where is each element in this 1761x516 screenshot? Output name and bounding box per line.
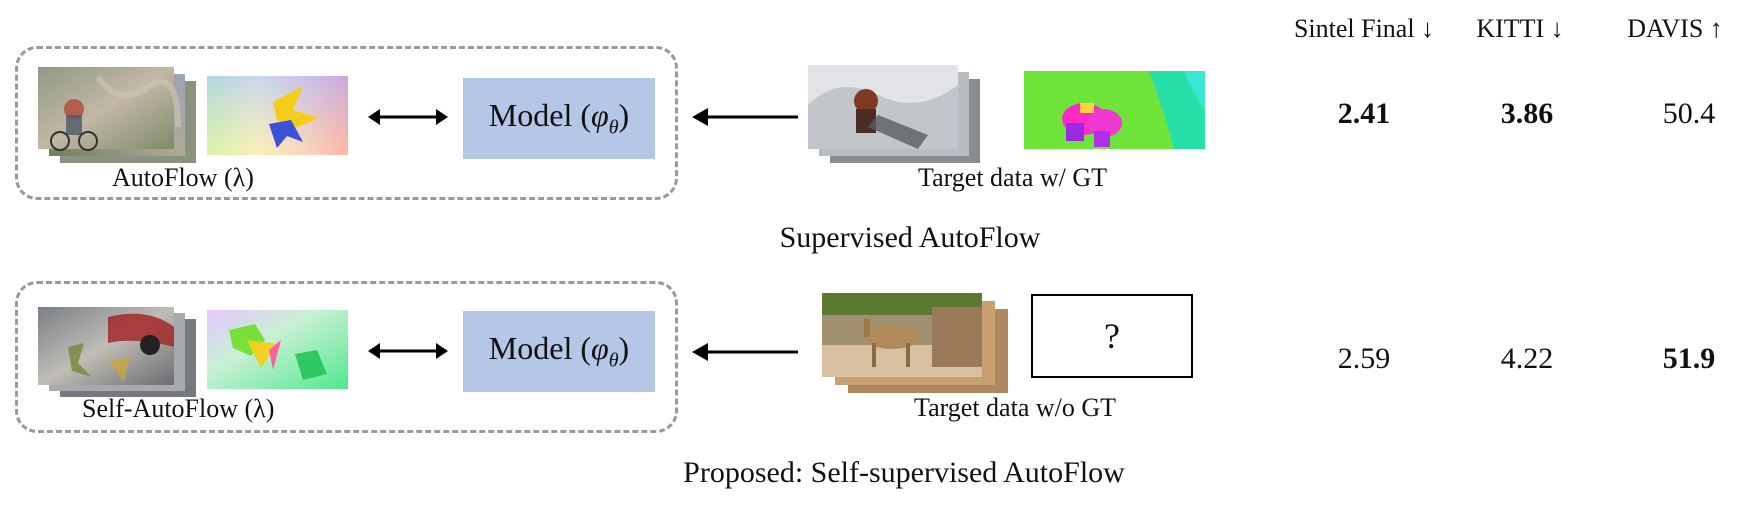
caption-self-supervised: Proposed: Self-supervised AutoFlow	[683, 456, 1125, 489]
target-label-gt: Target data w/ GT	[918, 163, 1108, 192]
self-autoflow-label: Self-AutoFlow (λ)	[82, 394, 275, 423]
score-kitti-row1: 3.86	[1500, 97, 1554, 130]
score-davis-row1: 50.4	[1662, 97, 1716, 130]
target-frames-graphic-gt	[808, 65, 980, 163]
target-frames-graphic-no-gt	[822, 293, 1008, 393]
autoflow-frames-graphic	[38, 67, 196, 163]
model-label: Model (φθ)	[488, 330, 630, 372]
left-arrow-1	[692, 108, 798, 126]
score-sintel-row1: 2.41	[1337, 97, 1391, 130]
self-autoflow-dashed-box	[15, 281, 678, 433]
bidirectional-arrow-1	[368, 109, 448, 125]
autoflow-flow-graphic	[207, 76, 348, 155]
caption-supervised: Supervised AutoFlow	[779, 221, 1041, 254]
self-autoflow-flow-graphic	[207, 310, 348, 389]
self-autoflow-image-stack	[38, 307, 198, 397]
header-davis: DAVIS ↑	[1627, 14, 1723, 43]
autoflow-label: AutoFlow (λ)	[112, 163, 254, 192]
model-box-self-supervised: Model (φθ)	[463, 311, 655, 392]
score-sintel-row2: 2.59	[1337, 342, 1391, 375]
unknown-gt-box: ?	[1031, 294, 1193, 378]
self-autoflow-frames-graphic	[38, 307, 196, 397]
target-gt-flow-graphic	[1024, 71, 1205, 149]
autoflow-dashed-box	[15, 46, 678, 200]
question-mark: ?	[1104, 316, 1120, 356]
target-image-stack-gt	[808, 65, 1008, 165]
target-gt-flow-image	[1024, 71, 1205, 149]
model-label: Model (φθ)	[488, 97, 630, 139]
self-autoflow-flow-image	[207, 310, 348, 389]
target-label-no-gt: Target data w/o GT	[914, 393, 1117, 422]
model-box-supervised: Model (φθ)	[463, 78, 655, 159]
target-image-stack-no-gt	[822, 293, 1012, 393]
autoflow-image-stack	[38, 67, 198, 163]
left-arrow-2	[692, 343, 798, 361]
autoflow-flow-image	[207, 76, 348, 155]
score-davis-row2: 51.9	[1662, 342, 1716, 375]
header-sintel-final: Sintel Final ↓	[1293, 14, 1435, 43]
score-kitti-row2: 4.22	[1500, 342, 1554, 375]
header-kitti: KITTI ↓	[1476, 14, 1564, 43]
bidirectional-arrow-2	[368, 343, 448, 359]
